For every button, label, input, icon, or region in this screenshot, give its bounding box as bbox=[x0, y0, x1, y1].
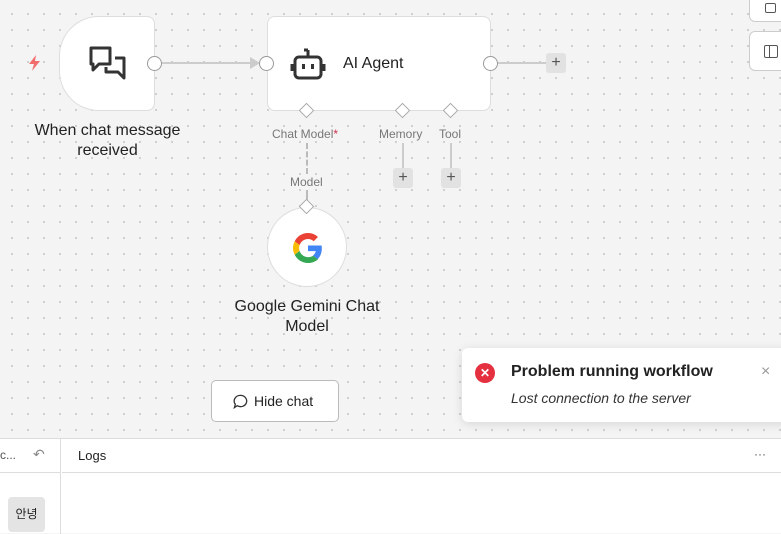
chat-panel: c... ↶ 안녕 bbox=[0, 439, 61, 534]
model-connection-line-lower bbox=[306, 190, 308, 202]
error-toast: ✕ Problem running workflow Lost connecti… bbox=[462, 348, 781, 422]
toggle-panel-button[interactable] bbox=[749, 31, 781, 71]
google-icon bbox=[293, 233, 322, 263]
chat-panel-title: c... bbox=[0, 448, 17, 462]
bottom-panel: c... ↶ 안녕 Logs ··· bbox=[0, 438, 781, 534]
hide-chat-button[interactable]: Hide chat bbox=[211, 380, 339, 422]
toast-message: Lost connection to the server bbox=[511, 390, 691, 406]
gemini-node[interactable] bbox=[267, 207, 347, 287]
robot-icon bbox=[290, 48, 326, 80]
lightning-icon bbox=[29, 55, 40, 71]
more-options-icon[interactable]: ··· bbox=[754, 447, 766, 461]
panel-icon bbox=[764, 45, 778, 58]
divider bbox=[62, 472, 781, 473]
add-tool-button[interactable]: + bbox=[441, 168, 461, 188]
chat-model-label: Chat Model* bbox=[272, 127, 339, 141]
gemini-title: Google Gemini Chat Model bbox=[234, 298, 380, 335]
error-icon: ✕ bbox=[475, 363, 495, 383]
zoom-fit-button[interactable] bbox=[749, 0, 781, 22]
chat-message: 안녕 bbox=[8, 497, 45, 532]
toast-close-icon[interactable]: × bbox=[761, 363, 771, 380]
square-icon bbox=[765, 3, 776, 13]
agent-input-handle[interactable] bbox=[259, 56, 274, 71]
logs-title: Logs bbox=[78, 448, 107, 463]
add-next-node-button[interactable]: + bbox=[546, 53, 566, 73]
toast-title: Problem running workflow bbox=[511, 363, 713, 380]
model-port-label: Model bbox=[290, 175, 323, 189]
hide-chat-label: Hide chat bbox=[254, 393, 314, 409]
tool-line bbox=[450, 143, 452, 169]
undo-icon[interactable]: ↶ bbox=[33, 446, 45, 462]
tool-label: Tool bbox=[439, 127, 462, 141]
trigger-title: When chat message received bbox=[34, 122, 181, 159]
connection-arrow bbox=[250, 57, 260, 69]
output-stub-line bbox=[498, 62, 546, 64]
memory-line bbox=[402, 143, 404, 169]
chat-icon bbox=[89, 46, 126, 80]
trigger-node[interactable] bbox=[59, 16, 155, 111]
model-connection-line bbox=[306, 143, 308, 174]
memory-label: Memory bbox=[379, 127, 423, 141]
add-memory-button[interactable]: + bbox=[393, 168, 413, 188]
chat-bubble-icon bbox=[233, 394, 248, 409]
ai-agent-node[interactable]: AI Agent bbox=[267, 16, 491, 111]
connection-line bbox=[162, 62, 254, 64]
trigger-output-handle[interactable] bbox=[147, 56, 162, 71]
agent-output-handle[interactable] bbox=[483, 56, 498, 71]
ai-agent-title: AI Agent bbox=[343, 55, 404, 72]
workflow-canvas[interactable]: When chat message received AI Agent + Ch… bbox=[0, 0, 781, 438]
